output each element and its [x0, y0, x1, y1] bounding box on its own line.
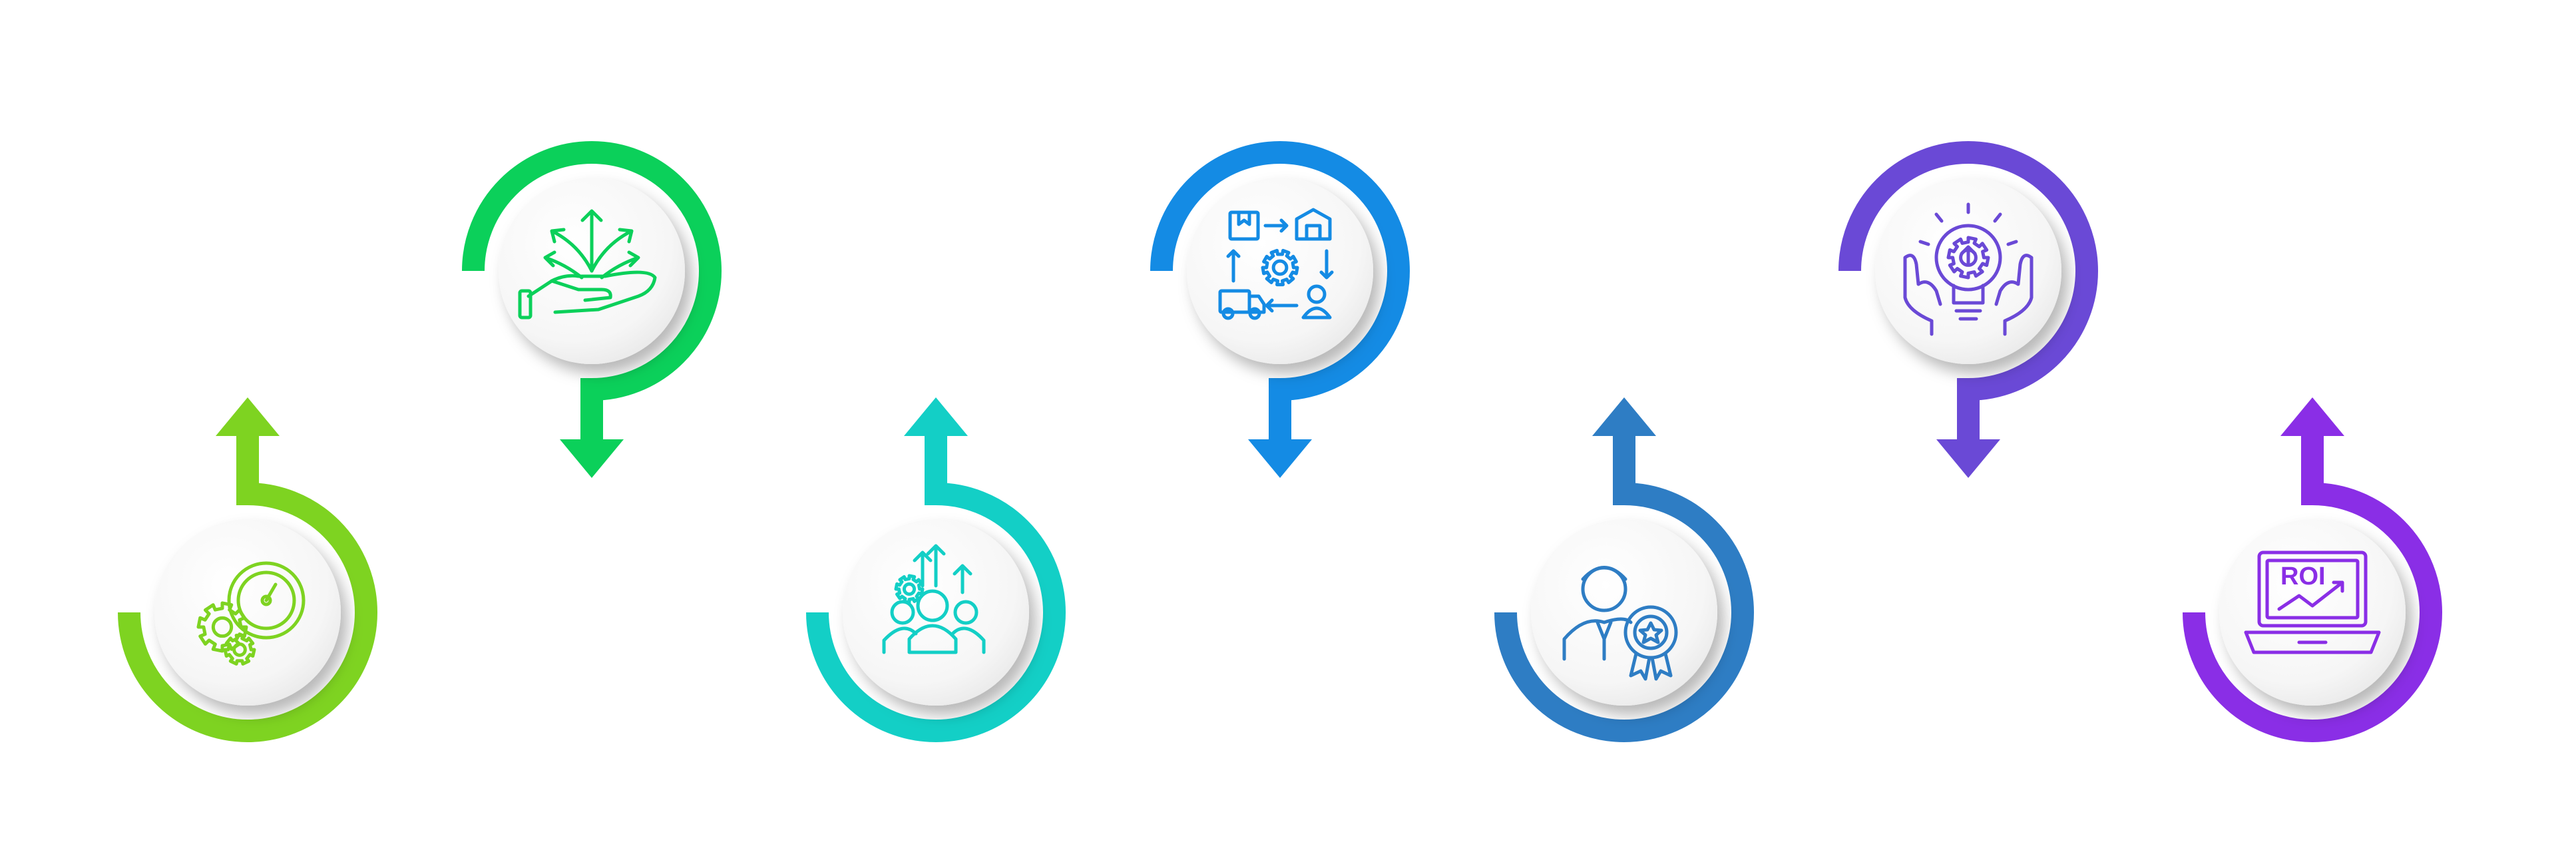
step-1-disc — [154, 519, 341, 706]
step-5-stem — [1613, 436, 1635, 505]
step-4-stem — [1269, 378, 1291, 439]
step-1-ring — [118, 483, 377, 742]
roi-label: ROI — [2280, 562, 2326, 590]
step-6 — [1838, 141, 2098, 478]
arrow-up-icon — [904, 397, 968, 436]
step-3-disc — [843, 519, 1029, 706]
hand-branching-arrows-icon — [518, 209, 657, 320]
arrow-down-icon — [1248, 439, 1312, 478]
employee-award-icon — [1562, 566, 1678, 681]
step-4-ring — [1150, 141, 1410, 401]
supply-chain-cycle-icon — [1218, 208, 1334, 320]
step-4 — [1150, 141, 1410, 478]
step-4-disc — [1187, 178, 1373, 364]
step-3-ring — [806, 483, 1066, 742]
step-3-stem — [925, 436, 947, 505]
step-6-stem — [1957, 378, 1980, 439]
arrow-up-icon — [1592, 397, 1656, 436]
step-2-ring — [462, 141, 722, 401]
step-5-disc — [1531, 519, 1717, 706]
arrow-down-icon — [560, 439, 624, 478]
step-7: ROI — [2183, 397, 2442, 742]
step-2-stem — [580, 378, 603, 439]
step-3 — [806, 397, 1066, 742]
step-5-ring — [1494, 483, 1754, 742]
step-6-ring — [1838, 141, 2098, 401]
step-7-disc — [2219, 519, 2406, 706]
step-1 — [118, 397, 377, 742]
team-growth-icon — [882, 544, 986, 654]
step-7-stem — [2301, 436, 2324, 505]
gear-speedometer-icon — [196, 561, 306, 666]
step-5 — [1494, 397, 1754, 742]
arrow-down-icon — [1936, 439, 2000, 478]
step-2 — [462, 141, 722, 478]
hands-lightbulb-gear-icon — [1903, 202, 2034, 336]
step-7-ring — [2183, 483, 2442, 742]
arrow-up-icon — [216, 397, 280, 436]
step-1-stem — [236, 436, 259, 505]
laptop-roi-chart-icon: ROI — [2244, 550, 2381, 654]
arrow-up-icon — [2280, 397, 2344, 436]
